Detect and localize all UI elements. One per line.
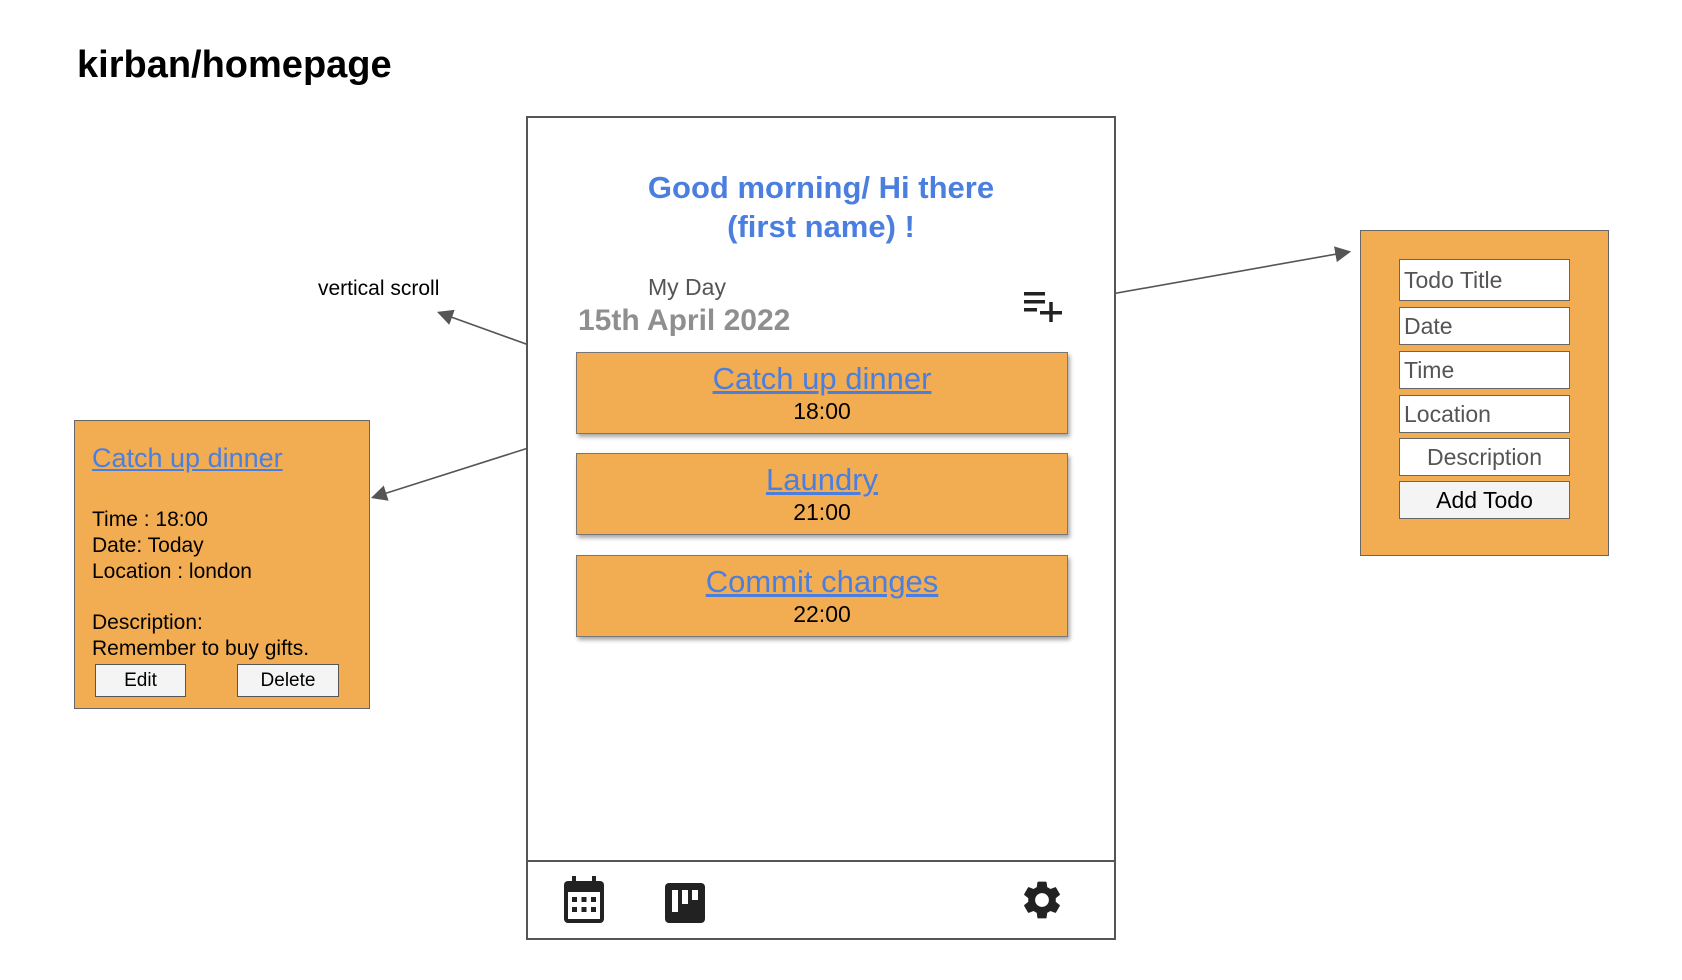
detail-date: Date: Today (92, 534, 204, 557)
page-title: kirban/homepage (77, 44, 392, 86)
my-day-label: My Day (648, 274, 726, 300)
description-field[interactable]: Description (1399, 438, 1570, 476)
location-field[interactable]: Location (1399, 395, 1570, 433)
kanban-board-icon[interactable] (664, 882, 706, 924)
delete-button[interactable]: Delete (237, 664, 339, 697)
todo-card-commit-changes[interactable]: Commit changes 22:00 (576, 555, 1068, 637)
detail-title-link[interactable]: Catch up dinner (92, 443, 283, 473)
greeting: Good morning/ Hi there (first name) ! (528, 168, 1114, 246)
detail-time: Time : 18:00 (92, 508, 208, 531)
todo-detail-panel: Catch up dinner Time : 18:00 Date: Today… (74, 420, 370, 709)
playlist-add-icon[interactable] (1023, 288, 1063, 322)
detail-location: Location : london (92, 560, 252, 583)
detail-description-text: Remember to buy gifts. (92, 637, 310, 660)
todo-card-catch-up-dinner[interactable]: Catch up dinner 18:00 (576, 352, 1068, 434)
form-arrow (1071, 246, 1352, 302)
todo-time: 18:00 (793, 398, 851, 424)
phone-frame: Good morning/ Hi there (first name) ! My… (526, 116, 1116, 940)
edit-button[interactable]: Edit (95, 664, 186, 697)
vertical-scroll-annotation: vertical scroll (318, 277, 440, 300)
time-field[interactable]: Time (1399, 351, 1570, 389)
detail-description-label: Description: (92, 611, 203, 634)
my-day-date: 15th April 2022 (578, 304, 791, 337)
settings-gear-icon[interactable] (1019, 877, 1065, 923)
todo-title-link[interactable]: Catch up dinner (712, 361, 932, 396)
greeting-line-2: (first name) ! (727, 209, 915, 244)
add-todo-button[interactable]: Add Todo (1399, 481, 1570, 519)
date-field[interactable]: Date (1399, 307, 1570, 345)
todo-card-laundry[interactable]: Laundry 21:00 (576, 453, 1068, 535)
todo-title-link[interactable]: Commit changes (705, 564, 939, 599)
bottom-nav (528, 860, 1114, 938)
greeting-line-1: Good morning/ Hi there (647, 170, 995, 205)
todo-time: 22:00 (793, 601, 851, 627)
todo-title-link[interactable]: Laundry (765, 462, 879, 497)
todo-title-field[interactable]: Todo Title (1399, 259, 1570, 301)
calendar-icon[interactable] (562, 875, 606, 925)
add-todo-form: Todo Title Date Time Location Descriptio… (1360, 230, 1609, 556)
todo-time: 21:00 (793, 499, 851, 525)
